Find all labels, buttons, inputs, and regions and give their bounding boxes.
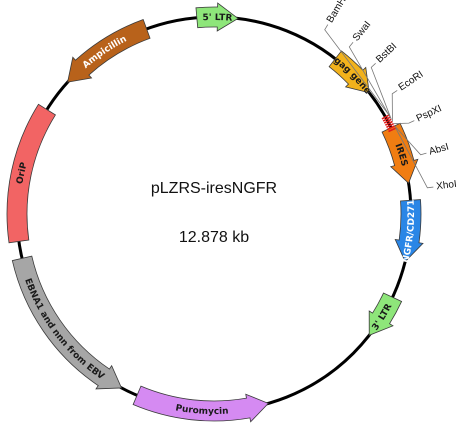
site-leader-bamhi xyxy=(324,24,390,116)
site-marker-pspxi xyxy=(386,122,394,128)
plasmid-name: pLZRS-iresNGFR xyxy=(151,180,277,197)
site-label-bstbi: BstBI xyxy=(374,41,399,65)
feature-orip xyxy=(6,103,56,244)
feature-gag xyxy=(328,50,370,94)
site-label-swai: SwaI xyxy=(351,19,374,43)
site-leader-bstbi xyxy=(370,62,392,120)
site-marker-xhoi xyxy=(388,127,397,133)
site-leader-xhoi xyxy=(395,127,434,189)
feature-label-path-ebna xyxy=(14,123,256,414)
feature-label-orip: OriP xyxy=(15,161,29,185)
site-leader-ecori xyxy=(391,90,398,122)
feature-puro xyxy=(132,385,269,423)
feature-amp xyxy=(67,18,151,83)
feature-ebna xyxy=(11,255,123,390)
feature-ngfr xyxy=(394,199,424,263)
site-leader-absi xyxy=(394,125,427,156)
feature-label-path-ltr3 xyxy=(256,162,414,409)
site-label-ecori: EcoRI xyxy=(397,69,426,93)
site-marker-bamhi xyxy=(381,114,390,120)
site-label-absi: AbsI xyxy=(428,142,450,158)
site-label-pspxi: PspXI xyxy=(415,103,444,124)
feature-label-ltr5: 5' LTR xyxy=(202,13,232,24)
feature-ltr5 xyxy=(195,2,239,32)
feature-ltr3 xyxy=(368,292,403,336)
feature-label-text-ltr5: 5' LTR xyxy=(202,13,232,24)
site-marker-ecori xyxy=(384,120,393,126)
site-marker-bstbi xyxy=(383,118,392,124)
site-label-xhoi: XhoI xyxy=(436,179,458,192)
site-leader-swai xyxy=(348,41,391,118)
plasmid-size: 12.878 kb xyxy=(179,229,249,246)
site-leader-pspxi xyxy=(393,120,415,125)
site-marker-swai xyxy=(382,116,391,122)
feature-label-text-orip: OriP xyxy=(15,161,29,185)
site-label-bamhi: BamHI xyxy=(325,0,350,25)
site-marker-absi xyxy=(387,125,396,131)
